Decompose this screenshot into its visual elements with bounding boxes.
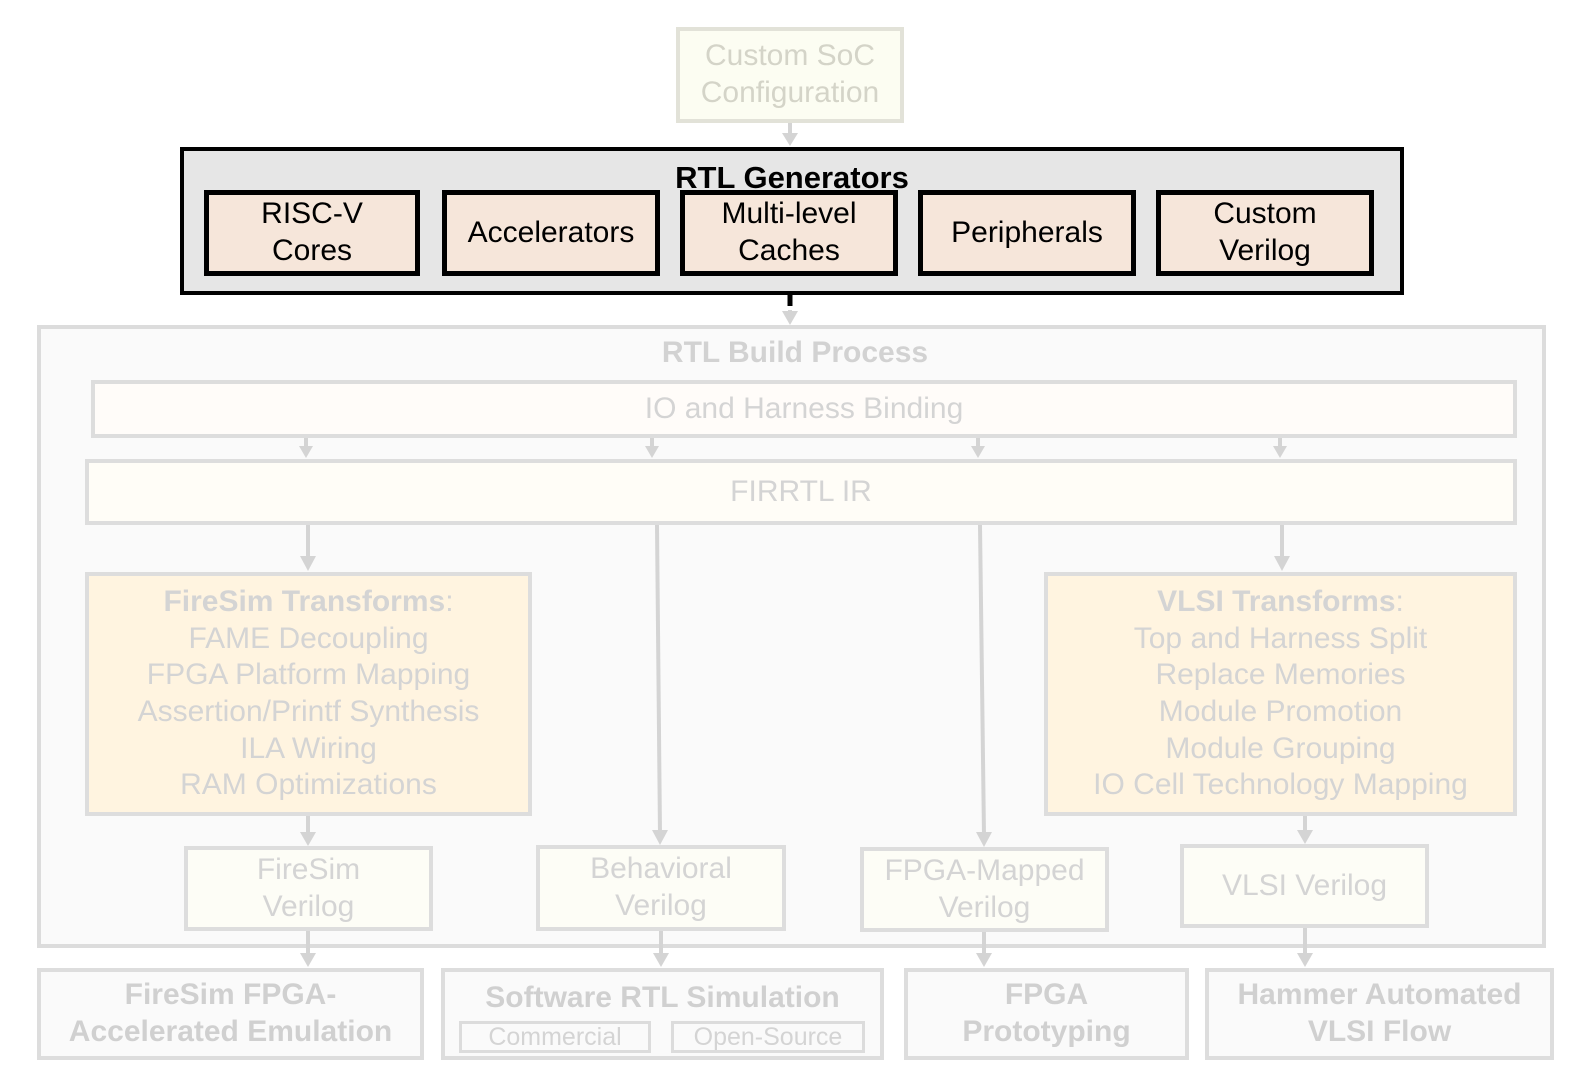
firesim-transforms-box: FireSim Transforms: FAME Decoupling FPGA… bbox=[85, 572, 532, 816]
fpga-mapped-verilog-box: FPGA-Mapped Verilog bbox=[860, 847, 1109, 932]
arrowhead-soc bbox=[782, 133, 798, 146]
generator-label: Peripherals bbox=[951, 215, 1103, 249]
firesim-transform-item: ILA Wiring bbox=[240, 731, 377, 765]
generator-label: Cores bbox=[271, 234, 353, 267]
fpga-prototyping-line1: FPGA bbox=[1004, 978, 1089, 1012]
firesim-transforms-title: FireSim Transforms bbox=[163, 585, 446, 619]
firesim-emulation-box: FireSim FPGA- Accelerated Emulation bbox=[37, 968, 424, 1060]
firesim-emulation-line2: Accelerated Emulation bbox=[68, 1015, 393, 1048]
rtl-build-process-title: RTL Build Process bbox=[661, 336, 929, 369]
fpga-mapped-verilog-line2: Verilog bbox=[938, 890, 1031, 924]
io-harness-binding-box: IO and Harness Binding bbox=[91, 380, 1517, 438]
fpga-prototyping-box: FPGA Prototyping bbox=[904, 968, 1189, 1060]
vlsi-transform-item: Replace Memories bbox=[1155, 658, 1406, 692]
vlsi-transform-item: Module Grouping bbox=[1165, 731, 1396, 765]
firrtl-ir-box: FIRRTL IR bbox=[85, 459, 1517, 525]
generator-label: Verilog bbox=[1219, 234, 1311, 267]
behavioral-verilog-line2: Verilog bbox=[615, 889, 707, 922]
vlsi-verilog-label: VLSI Verilog bbox=[1221, 868, 1388, 902]
generator-label: Accelerators bbox=[467, 215, 635, 249]
vlsi-transform-item: IO Cell Technology Mapping bbox=[1093, 768, 1468, 802]
generator-multi-level-caches: Multi-level Caches bbox=[680, 190, 898, 276]
rtl-generators-title: RTL Generators bbox=[675, 160, 909, 195]
custom-soc-config-box: Custom SoC Configuration bbox=[676, 27, 904, 123]
generator-custom-verilog: Custom Verilog bbox=[1156, 190, 1374, 276]
firesim-transform-item: RAM Optimizations bbox=[180, 768, 437, 802]
commercial-simulator-box: Commercial bbox=[459, 1021, 651, 1053]
behavioral-verilog-line1: Behavioral bbox=[590, 852, 732, 886]
firesim-transforms-heading: FireSim Transforms: bbox=[163, 584, 453, 621]
hammer-vlsi-flow-box: Hammer Automated VLSI Flow bbox=[1205, 968, 1554, 1060]
firesim-transforms-colon: : bbox=[445, 585, 454, 619]
software-rtl-simulation-title: Software RTL Simulation bbox=[485, 981, 840, 1014]
generator-risc-v-cores: RISC-V Cores bbox=[204, 190, 420, 276]
fpga-mapped-verilog-line1: FPGA-Mapped bbox=[884, 853, 1085, 887]
vlsi-transforms-box: VLSI Transforms: Top and Harness Split R… bbox=[1044, 572, 1517, 816]
generator-label: Multi-level bbox=[721, 197, 857, 231]
hammer-vlsi-line2: VLSI Flow bbox=[1307, 1015, 1452, 1048]
vlsi-transforms-heading: VLSI Transforms: bbox=[1157, 584, 1404, 621]
firesim-transform-item: Assertion/Printf Synthesis bbox=[137, 695, 480, 728]
vlsi-verilog-box: VLSI Verilog bbox=[1180, 844, 1429, 928]
open-source-simulator-box: Open-Source bbox=[671, 1021, 865, 1053]
generator-label: Custom bbox=[1213, 197, 1317, 231]
io-harness-binding-label: IO and Harness Binding bbox=[644, 391, 964, 425]
behavioral-verilog-box: Behavioral Verilog bbox=[536, 845, 786, 931]
firesim-verilog-line1: FireSim bbox=[256, 852, 361, 886]
generator-peripherals: Peripherals bbox=[918, 190, 1136, 276]
commercial-label: Commercial bbox=[488, 1022, 622, 1051]
fpga-prototyping-line2: Prototyping bbox=[962, 1015, 1131, 1048]
arrowhead-build bbox=[782, 311, 798, 325]
generator-label: Caches bbox=[738, 234, 840, 267]
vlsi-transform-item: Module Promotion bbox=[1158, 695, 1403, 728]
generator-label: RISC-V bbox=[261, 197, 363, 231]
vlsi-transforms-title: VLSI Transforms bbox=[1157, 585, 1396, 619]
open-source-label: Open-Source bbox=[693, 1022, 843, 1051]
firesim-verilog-box: FireSim Verilog bbox=[184, 846, 433, 931]
vlsi-transform-item: Top and Harness Split bbox=[1133, 621, 1428, 655]
custom-soc-line1: Custom SoC bbox=[704, 39, 876, 73]
generator-accelerators: Accelerators bbox=[442, 190, 660, 276]
firrtl-ir-label: FIRRTL IR bbox=[730, 474, 872, 508]
vlsi-transforms-colon: : bbox=[1395, 585, 1404, 619]
custom-soc-line2: Configuration bbox=[700, 76, 880, 109]
firesim-verilog-line2: Verilog bbox=[262, 889, 355, 923]
hammer-vlsi-line1: Hammer Automated bbox=[1237, 978, 1522, 1012]
firesim-emulation-line1: FireSim FPGA- bbox=[124, 978, 337, 1012]
firesim-transform-item: FAME Decoupling bbox=[188, 621, 429, 655]
firesim-transform-item: FPGA Platform Mapping bbox=[146, 658, 471, 692]
